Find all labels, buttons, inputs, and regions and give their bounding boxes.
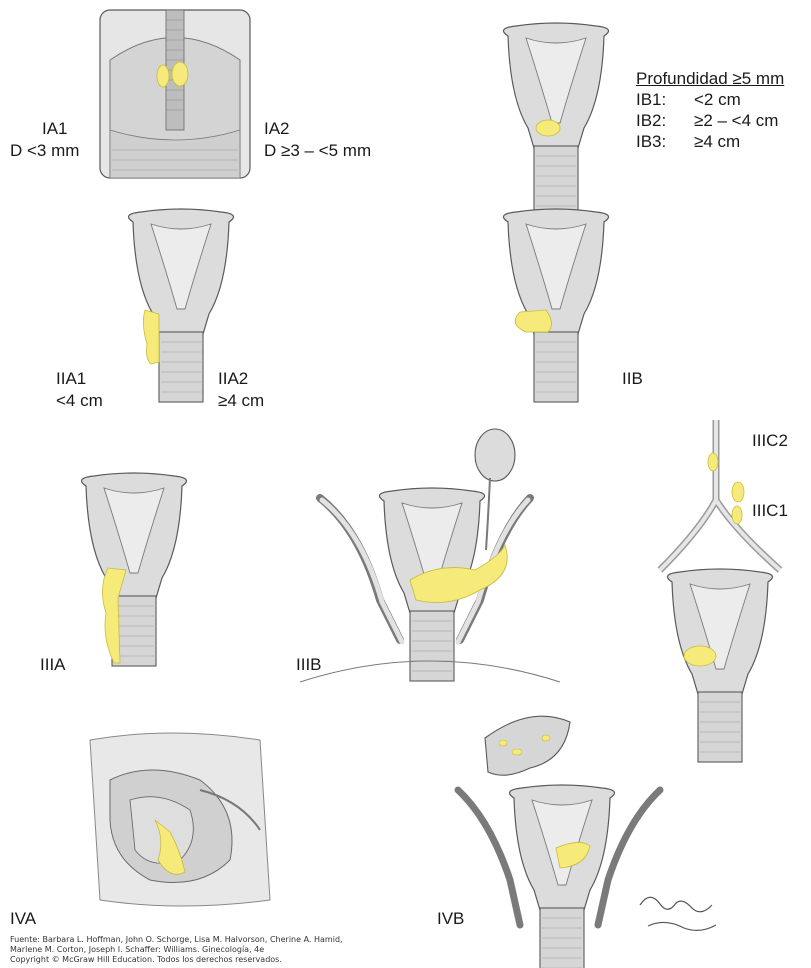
stage-ib-illustration	[504, 23, 609, 216]
ib-row: IB3:≥4 cm	[636, 131, 784, 152]
label-ivb: IVB	[437, 908, 464, 929]
label-iib: IIB	[622, 368, 643, 389]
ib-header: Profundidad ≥5 mm	[636, 68, 784, 89]
label-iiic2: IIIC2	[752, 430, 788, 451]
label-iva: IVA	[10, 908, 36, 929]
ib-row: IB1:<2 cm	[636, 89, 784, 110]
label-ia1: IA1	[42, 118, 68, 139]
ib-row: IB2:≥2 – <4 cm	[636, 110, 784, 131]
label-iia2-dimension: ≥4 cm	[218, 390, 264, 411]
stage-ivb-illustration	[458, 716, 660, 968]
artist-signature	[640, 897, 716, 930]
source-line-2: Marlene M. Corton, Joseph I. Schaffer: W…	[10, 945, 264, 954]
stage-iib-illustration	[504, 209, 609, 402]
label-iiia: IIIA	[40, 654, 66, 675]
label-ia1-dimension: D <3 mm	[10, 140, 79, 161]
stage-iiib-illustration	[300, 429, 560, 682]
label-ia2: IA2	[264, 118, 290, 139]
label-ia2-dimension: D ≥3 – <5 mm	[264, 140, 371, 161]
stage-ia-illustration	[100, 10, 250, 178]
label-iiic1: IIIC1	[752, 500, 788, 521]
label-iia1-dimension: <4 cm	[56, 390, 103, 411]
stage-iiia-illustration	[82, 473, 187, 666]
label-iia2: IIA2	[218, 368, 248, 389]
source-line-3: Copyright © McGraw Hill Education. Todos…	[10, 955, 282, 964]
label-iiib: IIIB	[296, 654, 322, 675]
ib-depth-table: Profundidad ≥5 mm IB1:<2 cm IB2:≥2 – <4 …	[636, 68, 784, 152]
source-line-1: Fuente: Barbara L. Hoffman, John O. Scho…	[10, 935, 343, 944]
stage-iva-illustration	[90, 733, 270, 906]
stage-iiic-illustration	[660, 420, 780, 762]
label-iia1: IIA1	[56, 368, 86, 389]
